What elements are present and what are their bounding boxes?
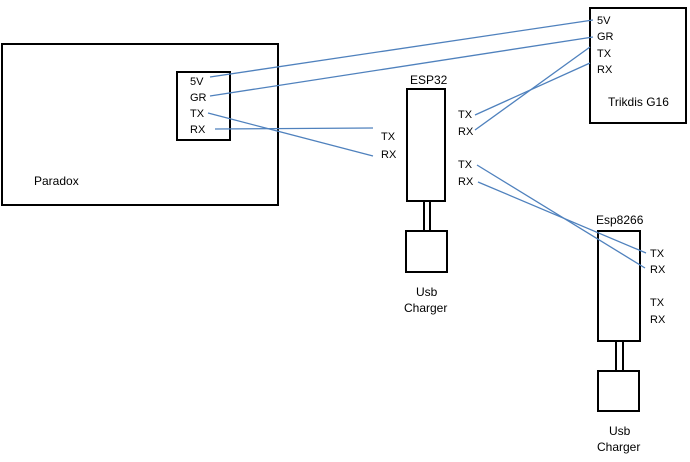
esp8266-pin-tx-upper: TX	[650, 248, 665, 260]
wire-esp32-rx-to-trikdis-tx	[474, 46, 591, 131]
trikdis-box	[589, 7, 687, 124]
esp32-left-pin-tx: TX	[381, 131, 396, 143]
wire-esp32-rx-to-esp8266-tx	[477, 181, 647, 254]
wire-paradox-tx-to-esp32-rx	[207, 112, 374, 157]
wire-paradox-gr-to-trikdis-gr	[209, 36, 594, 97]
paradox-pin-rx: RX	[190, 124, 206, 136]
esp8266-pin-rx-upper: RX	[650, 264, 666, 276]
trikdis-label: Trikdis G16	[608, 95, 669, 109]
esp8266-box	[597, 230, 641, 342]
esp8266-cable	[615, 340, 624, 372]
esp8266-label: Esp8266	[596, 213, 644, 227]
paradox-pin-tx: TX	[190, 108, 205, 120]
esp32-label: ESP32	[410, 73, 448, 87]
charger2-line2: Charger	[597, 440, 640, 454]
charger2-line1: Usb	[609, 424, 631, 438]
esp32-cable	[423, 200, 431, 232]
paradox-pin-gr: GR	[190, 92, 207, 104]
paradox-box	[1, 43, 279, 206]
charger2-box	[597, 370, 640, 412]
esp32-right-pin-tx-upper: TX	[458, 109, 473, 121]
wire-paradox-5v-to-trikdis-5v	[209, 19, 594, 78]
trikdis-pin-gr: GR	[597, 31, 614, 43]
esp8266-pin-tx-lower: TX	[650, 297, 665, 309]
charger1-box	[405, 230, 448, 273]
esp32-right-pin-tx-lower: TX	[458, 159, 473, 171]
paradox-pin-5v: 5V	[190, 76, 204, 88]
charger1-line1: Usb	[416, 285, 438, 299]
esp32-left-pin-rx: RX	[381, 149, 397, 161]
trikdis-pin-5v: 5V	[597, 15, 611, 27]
wire-paradox-rx-to-esp32-tx	[214, 127, 374, 130]
paradox-label: Paradox	[34, 174, 79, 188]
paradox-connector	[176, 71, 231, 141]
esp32-box	[406, 88, 446, 202]
esp32-right-pin-rx-lower: RX	[458, 176, 474, 188]
trikdis-pin-tx: TX	[597, 48, 612, 60]
charger1-line2: Charger	[404, 301, 447, 315]
esp32-right-pin-rx-upper: RX	[458, 126, 474, 138]
esp8266-pin-rx-lower: RX	[650, 314, 666, 326]
trikdis-pin-rx: RX	[597, 64, 613, 76]
